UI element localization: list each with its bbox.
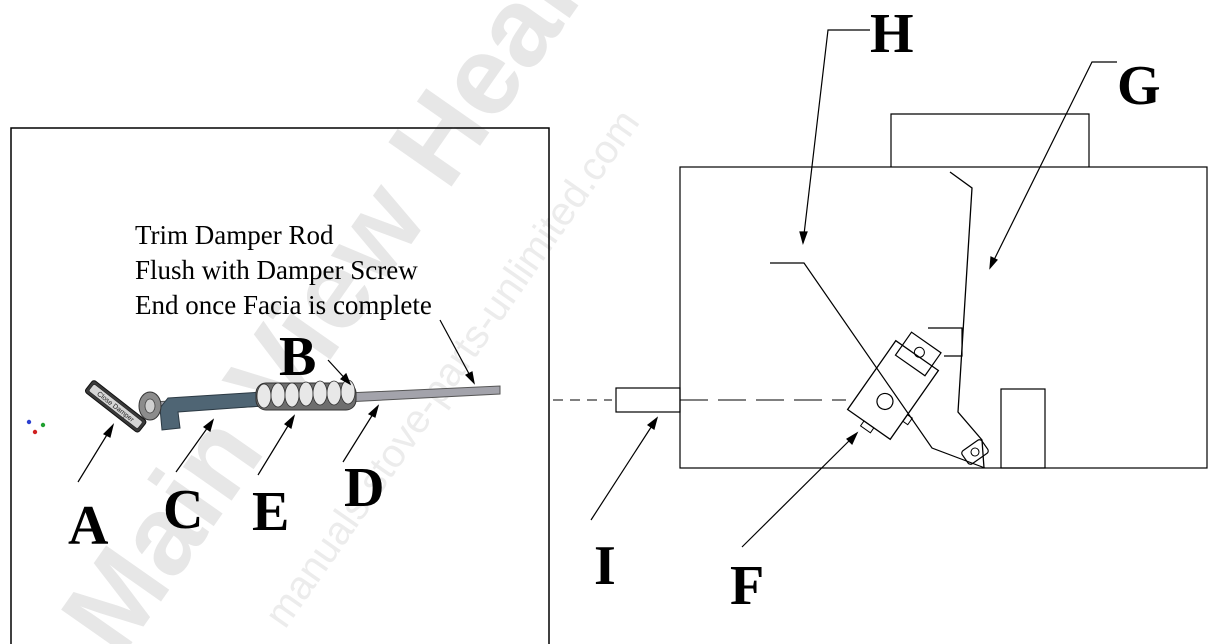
damper-clip	[961, 439, 989, 465]
left-leader-lines	[77, 319, 475, 483]
axis-triad-icon	[26, 419, 46, 435]
rod-nut	[138, 391, 162, 421]
left-panel-frame	[10, 127, 550, 644]
watermark: Main View Hearth Products manuals.stove-…	[37, 0, 966, 644]
stove-body	[679, 166, 1208, 469]
label-A: A	[68, 495, 109, 557]
label-C: C	[163, 479, 203, 541]
label-I: I	[594, 535, 616, 597]
linkage-arm	[770, 262, 986, 469]
damper-knob: Close Damper	[84, 380, 147, 433]
rod-spring	[255, 379, 357, 411]
bottom-block	[1000, 388, 1046, 469]
label-B: B	[279, 326, 316, 388]
label-G: G	[1117, 55, 1161, 117]
label-D: D	[344, 457, 384, 519]
label-F: F	[730, 555, 764, 617]
note-line-2: Flush with Damper Screw	[135, 255, 418, 285]
label-H: H	[870, 3, 914, 65]
label-E: E	[252, 481, 289, 543]
note-line-1: Trim Damper Rod	[135, 220, 334, 250]
rod-stub	[615, 387, 681, 413]
flue-collar	[890, 113, 1090, 167]
left-panel: Trim Damper Rod Flush with Damper Screw …	[10, 127, 550, 644]
right-leader-lines	[590, 29, 1117, 548]
bracket	[928, 327, 963, 357]
note-line-3: End once Facia is complete	[135, 290, 432, 320]
damper-screw-body	[846, 331, 942, 441]
damper-plate	[949, 171, 985, 469]
right-diagram: H G I F	[590, 3, 1208, 617]
